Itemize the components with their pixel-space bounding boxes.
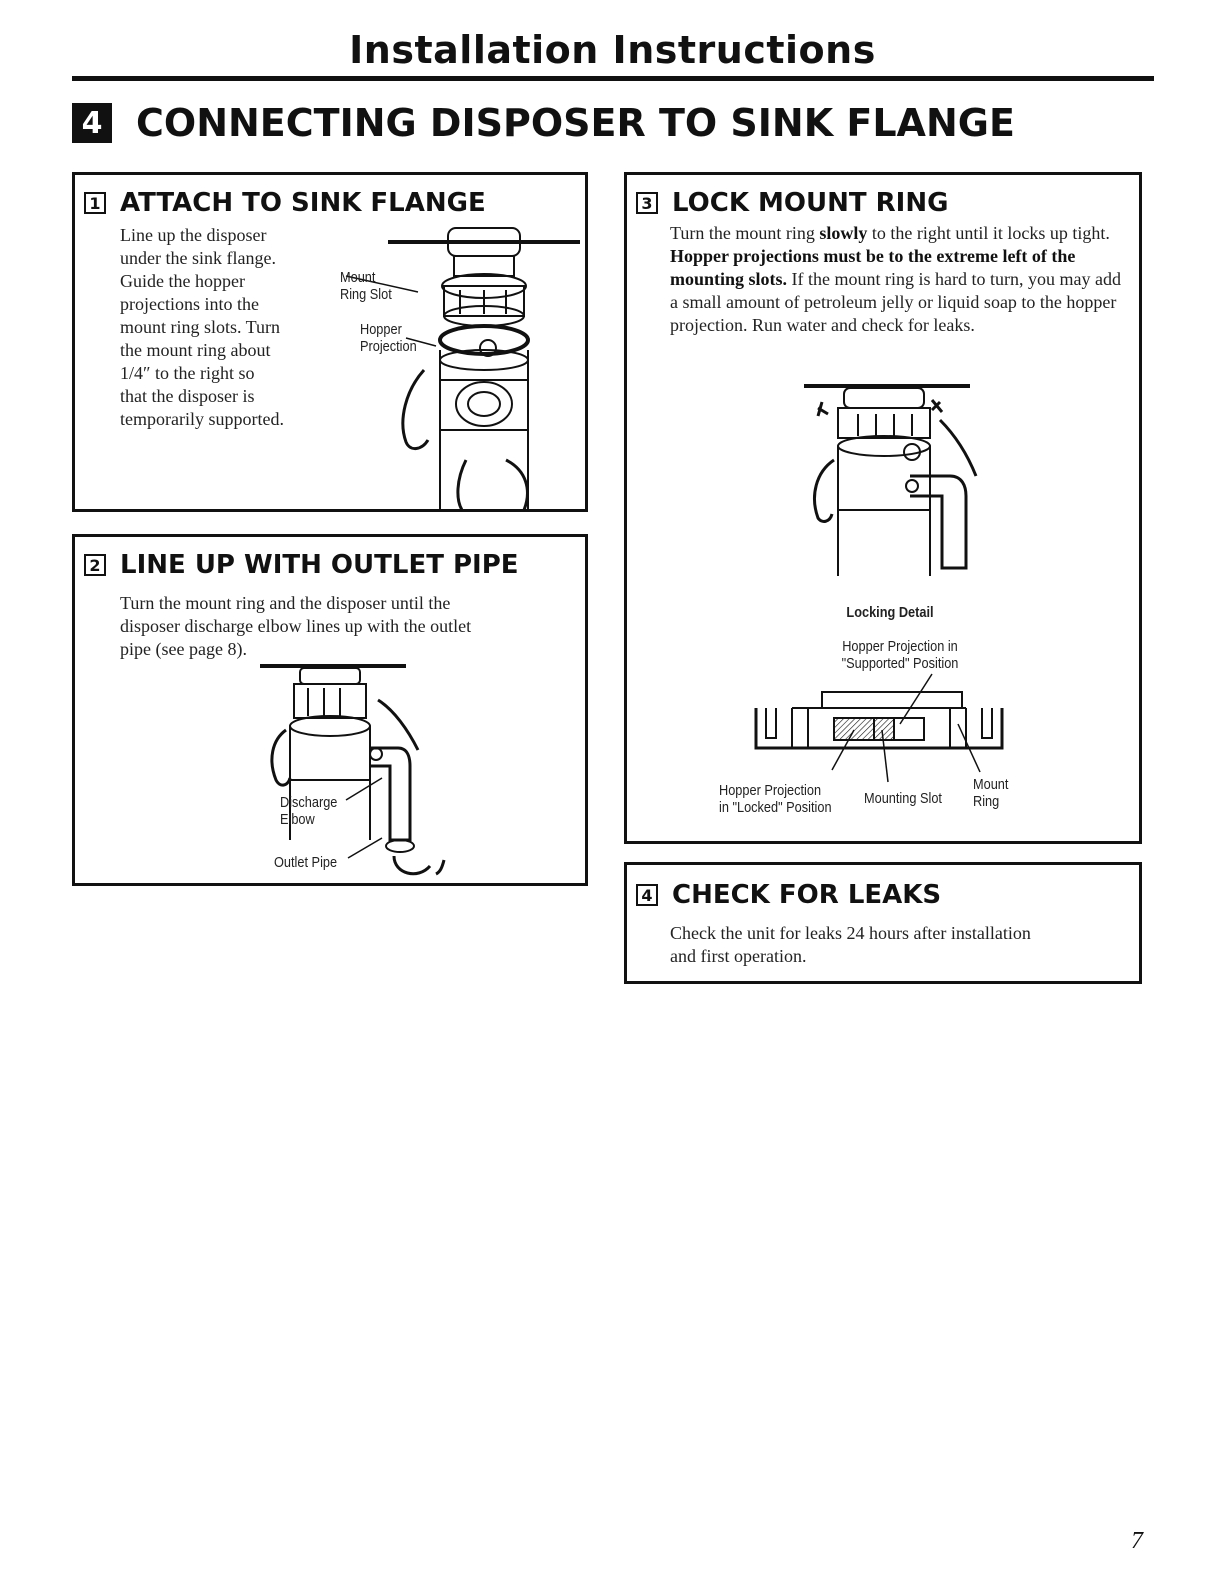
text-line: Guide the hopper	[120, 271, 245, 291]
text-line: the mount ring about	[120, 340, 271, 360]
step-line-up-box	[72, 534, 588, 886]
locking-detail-diagram	[754, 673, 1004, 783]
text-line: projections into the	[120, 294, 259, 314]
step-attach-box	[72, 172, 588, 512]
section-title: CONNECTING DISPOSER TO SINK FLANGE	[136, 101, 1015, 145]
step-lock-text: Turn the mount ring slowly to the right …	[670, 223, 1121, 335]
section-heading: 4 CONNECTING DISPOSER TO SINK FLANGE	[72, 100, 1015, 146]
label-mount-ring: Mount Ring	[973, 776, 1009, 810]
text-line: temporarily supported.	[120, 409, 284, 429]
label-locking-detail: Locking Detail	[846, 604, 934, 621]
text-line: and first operation.	[670, 946, 807, 966]
step-title: ATTACH TO SINK FLANGE	[120, 188, 486, 218]
step-number: 3	[636, 192, 658, 214]
step-number: 2	[84, 554, 106, 576]
text-line: mount ring slots. Turn	[120, 317, 281, 337]
label-outlet-pipe: Outlet Pipe	[274, 854, 338, 871]
step-check-heading: 4 CHECK FOR LEAKS	[636, 880, 941, 910]
step-line-up-text: Turn the mount ring and the disposer unt…	[120, 592, 570, 661]
text-line: disposer discharge elbow lines up with t…	[120, 616, 472, 636]
text-line: that the disposer is	[120, 386, 255, 406]
step-check-box	[624, 862, 1142, 984]
step-number: 4	[636, 884, 658, 906]
page-number: 7	[1131, 1528, 1143, 1554]
label-supported-position: Hopper Projection in "Supported" Positio…	[841, 638, 959, 672]
label-discharge-elbow: Discharge Elbow	[280, 794, 338, 828]
label-mount-ring-slot: Mount Ring Slot	[340, 269, 392, 303]
step-title: LINE UP WITH OUTLET PIPE	[120, 550, 519, 580]
step-line-up-heading: 2 LINE UP WITH OUTLET PIPE	[84, 550, 519, 580]
step-title: CHECK FOR LEAKS	[672, 880, 942, 910]
text-line: Line up the disposer	[120, 225, 267, 245]
title-rule	[72, 76, 1154, 81]
step-number: 1	[84, 192, 106, 214]
label-locked-position: Hopper Projection in "Locked" Position	[719, 782, 832, 816]
page-title: Installation Instructions	[349, 28, 876, 72]
step-attach-heading: 1 ATTACH TO SINK FLANGE	[84, 188, 486, 218]
text-line: under the sink flange.	[120, 248, 276, 268]
section-number-badge: 4	[72, 103, 112, 143]
step-title: LOCK MOUNT RING	[672, 188, 949, 218]
attach-flange-illustration	[345, 227, 580, 511]
line-up-outlet-illustration	[260, 664, 446, 876]
text-line: Check the unit for leaks 24 hours after …	[670, 923, 1031, 943]
step-lock-box	[624, 172, 1142, 844]
step-lock-heading: 3 LOCK MOUNT RING	[636, 188, 948, 218]
lock-ring-illustration	[804, 384, 978, 576]
text-line: pipe (see page 8).	[120, 639, 247, 659]
text-line: Turn the mount ring and the disposer unt…	[120, 593, 451, 613]
step-attach-text: Line up the disposer under the sink flan…	[120, 224, 340, 431]
step-check-text: Check the unit for leaks 24 hours after …	[670, 922, 1130, 968]
label-hopper-projection: Hopper Projection	[360, 321, 417, 355]
label-mounting-slot: Mounting Slot	[864, 790, 942, 807]
text-line: 1/4″ to the right so	[120, 363, 255, 383]
